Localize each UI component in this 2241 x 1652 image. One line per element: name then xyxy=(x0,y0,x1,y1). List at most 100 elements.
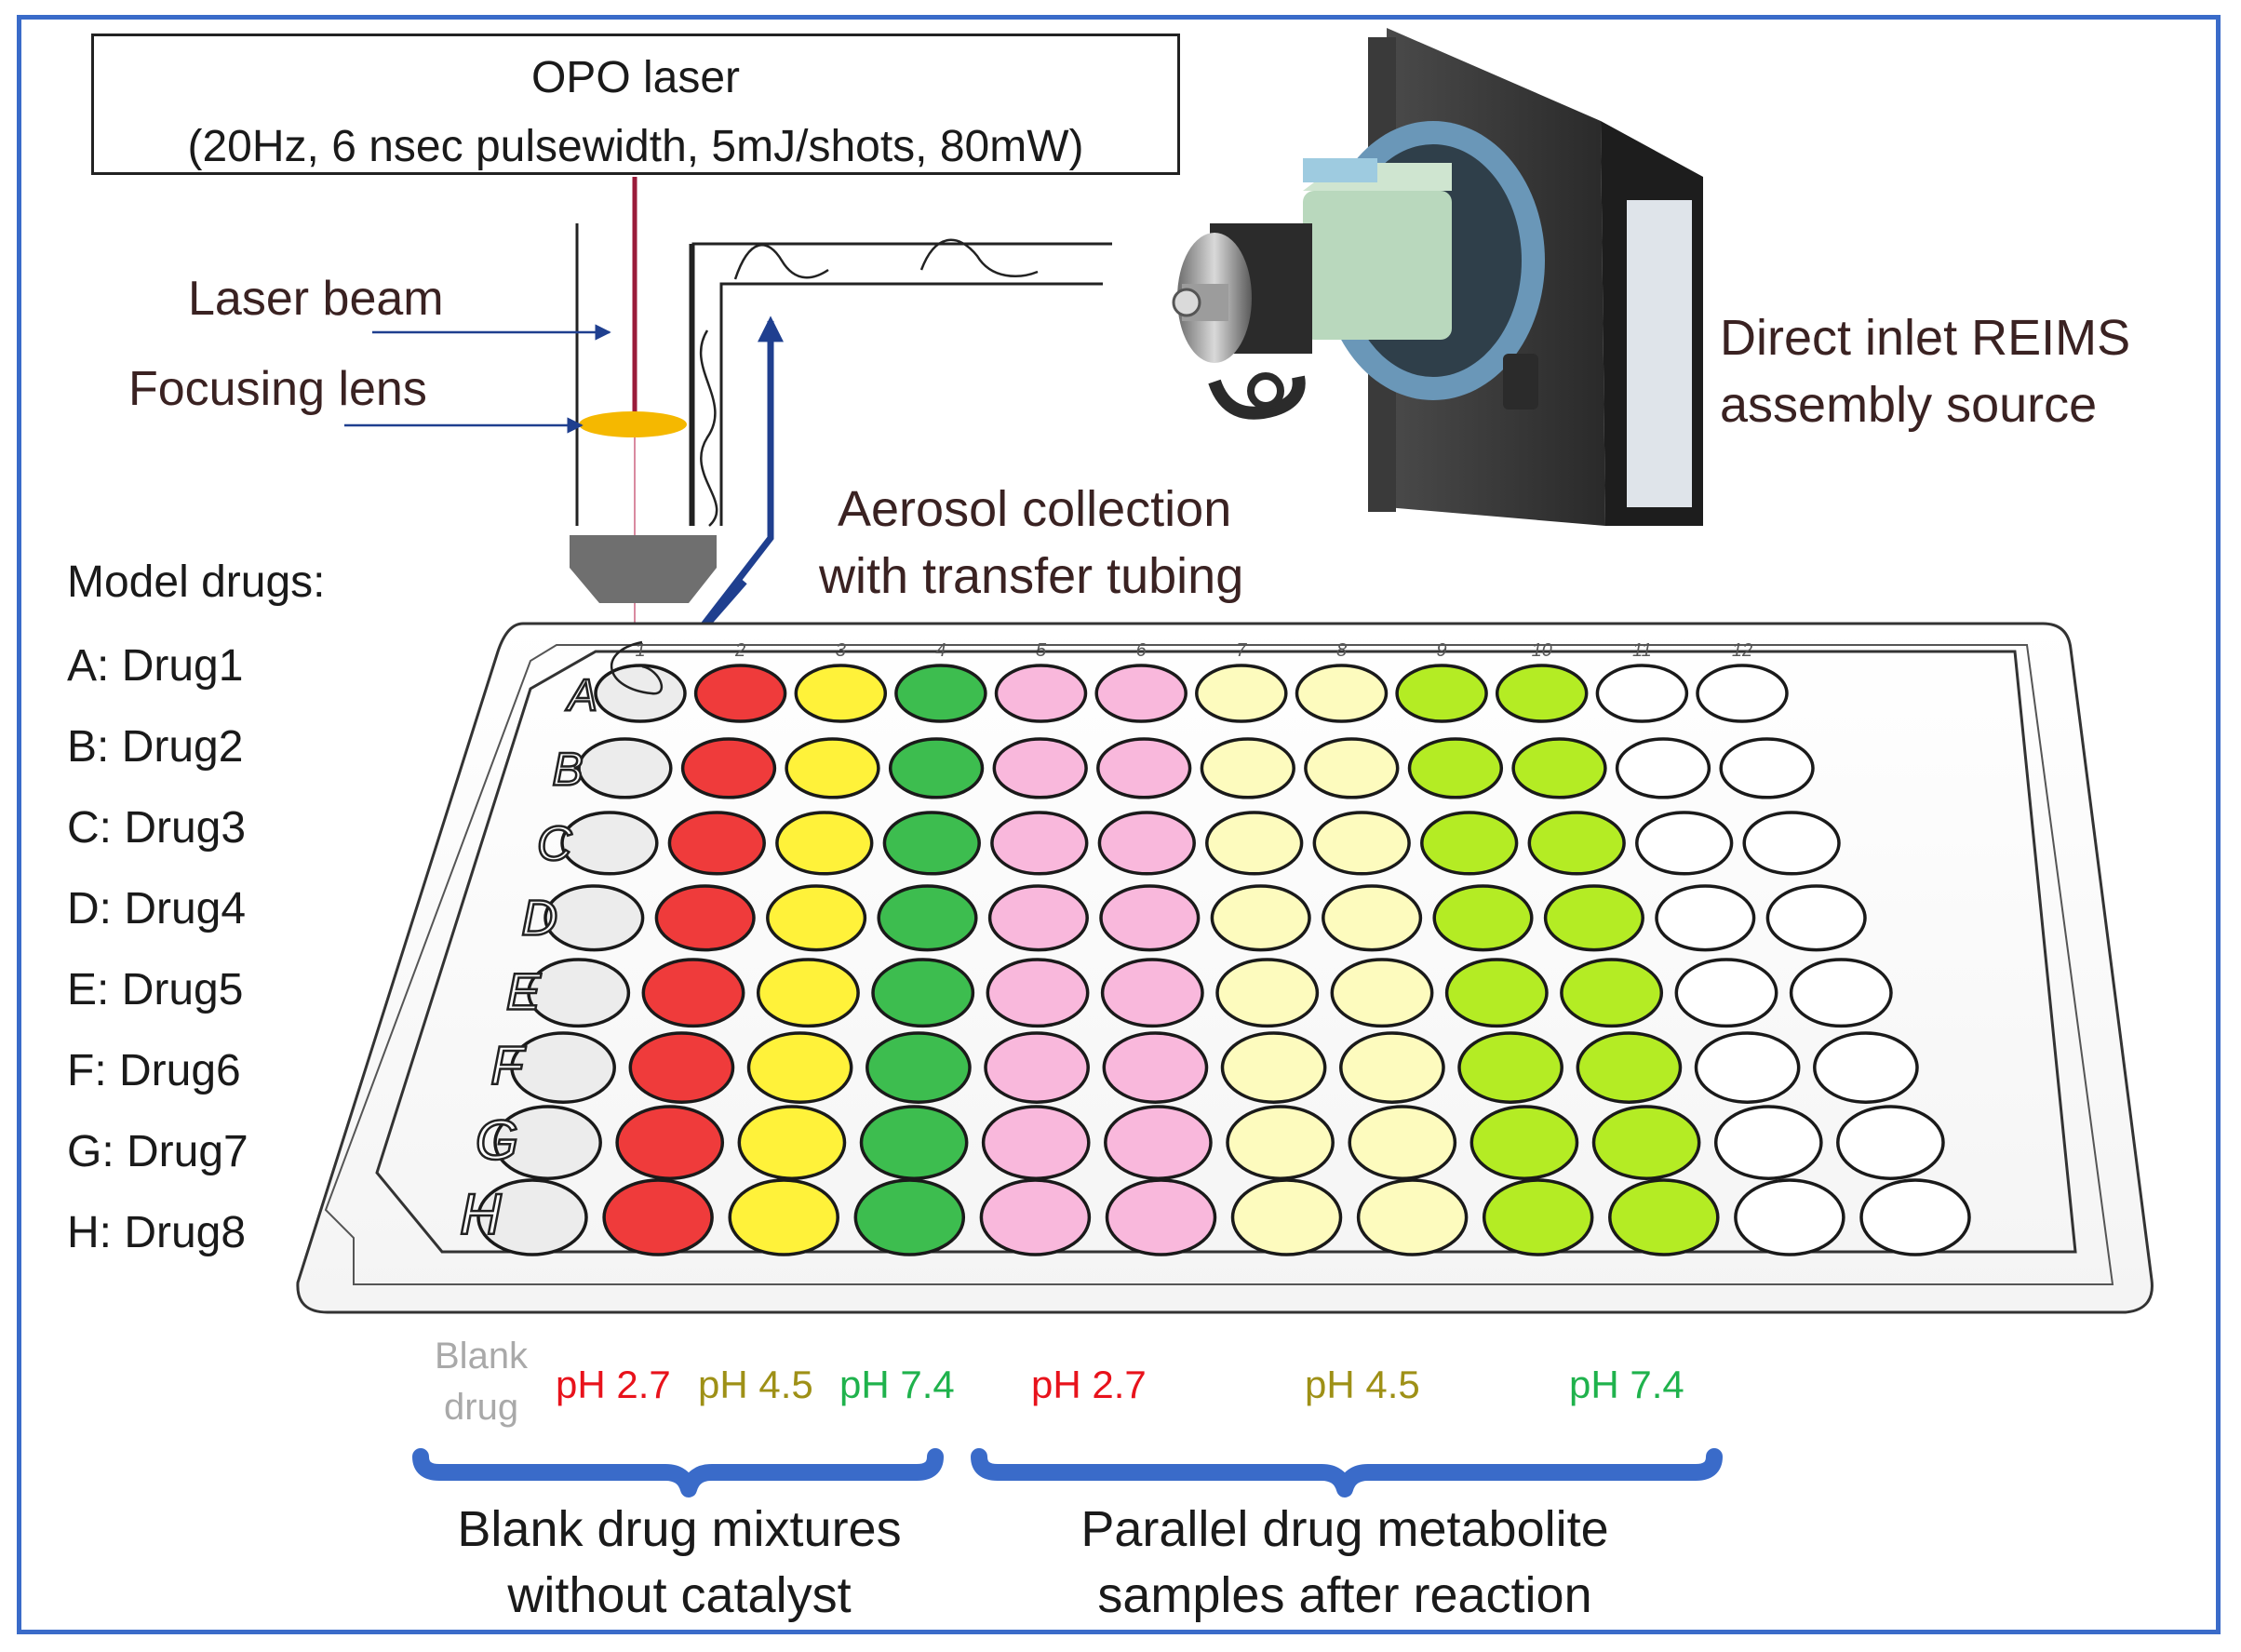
well-H3 xyxy=(728,1178,839,1256)
well-D8 xyxy=(1322,884,1423,952)
left-group-caption: Blank drug mixtures without catalyst xyxy=(421,1497,938,1630)
model-drug-item: D: Drug4 xyxy=(67,884,247,933)
model-drug-item: C: Drug3 xyxy=(67,803,247,853)
well-G5 xyxy=(981,1105,1091,1180)
well-C2 xyxy=(667,811,766,876)
well-G6 xyxy=(1104,1105,1213,1180)
well-C11 xyxy=(1635,811,1734,876)
column-label-8: 8 xyxy=(1336,640,1347,661)
laser-beam-label: Laser beam xyxy=(188,272,444,326)
condition-blank-line1: Blank xyxy=(435,1336,529,1377)
well-A7 xyxy=(1195,664,1288,723)
well-A4 xyxy=(894,664,987,723)
well-E9 xyxy=(1444,958,1549,1028)
well-E2 xyxy=(641,958,745,1028)
well-C8 xyxy=(1312,811,1411,876)
well-F3 xyxy=(746,1031,853,1104)
well-G4 xyxy=(859,1105,969,1180)
well-C10 xyxy=(1527,811,1626,876)
well-H5 xyxy=(979,1178,1092,1256)
well-F12 xyxy=(1813,1031,1919,1104)
laser-housing xyxy=(575,223,692,526)
figure-frame xyxy=(17,15,2221,1634)
well-B11 xyxy=(1615,737,1711,799)
well-H12 xyxy=(1859,1178,1971,1256)
right-group-line1: Parallel drug metabolite xyxy=(1080,1501,1609,1557)
well-D11 xyxy=(1655,884,1756,952)
left-group-line2: without catalyst xyxy=(507,1567,852,1624)
well-E12 xyxy=(1789,958,1893,1028)
well-E10 xyxy=(1560,958,1664,1028)
well-F5 xyxy=(984,1031,1090,1104)
well-A12 xyxy=(1696,664,1789,723)
well-H7 xyxy=(1230,1178,1343,1256)
well-F11 xyxy=(1694,1031,1801,1104)
objective-nozzle xyxy=(570,535,717,603)
condition-ph45-blank: pH 4.5 xyxy=(698,1363,813,1406)
well-G9 xyxy=(1469,1105,1579,1180)
column-label-2: 2 xyxy=(734,640,745,661)
row-label-B: B xyxy=(552,743,583,795)
condition-ph27-blank: pH 2.7 xyxy=(556,1363,671,1406)
well-D6 xyxy=(1099,884,1201,952)
aerosol-label-line2: with transfer tubing xyxy=(819,548,1244,604)
well-F7 xyxy=(1220,1031,1327,1104)
left-group-brace xyxy=(412,1448,944,1498)
well-E7 xyxy=(1215,958,1320,1028)
well-F4 xyxy=(866,1031,972,1104)
well-D2 xyxy=(654,884,756,952)
focusing-lens-shape xyxy=(579,411,687,437)
column-label-7: 7 xyxy=(1236,640,1247,661)
well-E8 xyxy=(1330,958,1434,1028)
well-H8 xyxy=(1356,1178,1469,1256)
well-D9 xyxy=(1432,884,1534,952)
well-B7 xyxy=(1200,737,1295,799)
well-B6 xyxy=(1096,737,1192,799)
well-D5 xyxy=(987,884,1089,952)
well-C6 xyxy=(1097,811,1196,876)
well-E4 xyxy=(871,958,975,1028)
laser-specs: (20Hz, 6 nsec pulsewidth, 5mJ/shots, 80m… xyxy=(187,122,1084,172)
reims-label-line2: assembly source xyxy=(1720,377,2098,433)
well-C4 xyxy=(882,811,981,876)
reims-source-illustration xyxy=(1172,28,1703,526)
row-label-H: H xyxy=(460,1183,502,1247)
well-F2 xyxy=(628,1031,735,1104)
well-A3 xyxy=(794,664,888,723)
well-A9 xyxy=(1395,664,1488,723)
well-G3 xyxy=(737,1105,847,1180)
well-B1 xyxy=(577,737,673,799)
well-H11 xyxy=(1734,1178,1845,1256)
well-A2 xyxy=(693,664,787,723)
well-C9 xyxy=(1420,811,1519,876)
well-C5 xyxy=(990,811,1089,876)
column-label-12: 12 xyxy=(1732,640,1752,661)
well-B2 xyxy=(680,737,777,799)
sample-probe-wire xyxy=(611,640,663,695)
well-G12 xyxy=(1836,1105,1945,1180)
left-group-line1: Blank drug mixtures xyxy=(457,1501,902,1557)
row-label-F: F xyxy=(490,1036,527,1096)
condition-blank-line2: drug xyxy=(444,1387,519,1428)
well-D12 xyxy=(1765,884,1867,952)
well-C1 xyxy=(560,811,659,876)
well-A11 xyxy=(1595,664,1689,723)
column-label-3: 3 xyxy=(836,640,846,661)
well-F9 xyxy=(1457,1031,1563,1104)
well-B8 xyxy=(1304,737,1400,799)
well-G11 xyxy=(1713,1105,1823,1180)
row-label-A: A xyxy=(565,671,597,720)
column-label-6: 6 xyxy=(1136,640,1147,661)
column-label-5: 5 xyxy=(1036,640,1047,661)
well-D4 xyxy=(877,884,978,952)
well-D7 xyxy=(1210,884,1311,952)
well-E3 xyxy=(756,958,860,1028)
right-group-brace xyxy=(971,1448,1723,1498)
well-E5 xyxy=(986,958,1090,1028)
row-label-G: G xyxy=(476,1109,519,1172)
well-A6 xyxy=(1094,664,1188,723)
column-label-9: 9 xyxy=(1437,640,1447,661)
well-F6 xyxy=(1102,1031,1209,1104)
model-drug-item: E: Drug5 xyxy=(67,965,244,1014)
